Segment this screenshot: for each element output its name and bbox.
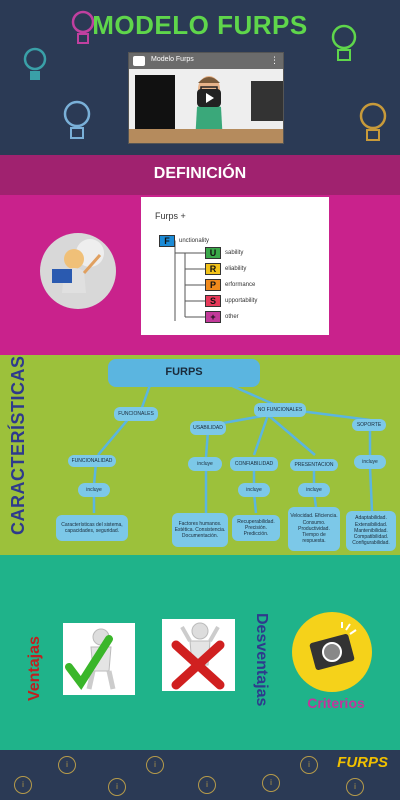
lightbulb-icon [23, 47, 47, 80]
concept-usabilidad: USABILIDAD [190, 421, 226, 435]
concept-incluye: incluye [298, 483, 330, 497]
criterios-label: Criterios [307, 695, 365, 711]
concept-leaf-confiabilidad: Recuperabilidad. Precisión. Predicción. [232, 515, 280, 541]
concept-incluye: incluye [188, 457, 222, 471]
definition-header: DEFINICIÓN [0, 155, 400, 195]
concept-incluye: incluye [78, 483, 110, 497]
concept-leaf-funcionalidad: Características del sistema, capacidades… [56, 515, 128, 541]
info-circle-icon: i [14, 776, 32, 794]
cross-icon [171, 622, 225, 690]
info-circle-icon: i [198, 776, 216, 794]
concept-leaf-soporte: Adaptabilidad. Extensibilidad. Mantenibi… [346, 511, 396, 551]
info-circle-icon: i [262, 774, 280, 792]
play-icon[interactable] [197, 89, 221, 107]
footer-section: i i i i i i i i FURPS [0, 750, 400, 800]
furps-letter-box: F [159, 235, 175, 247]
concept-funcionalidad: FUNCIONALIDAD [68, 455, 116, 467]
definition-title: DEFINICIÓN [153, 165, 247, 182]
criteria-illustration [292, 612, 372, 692]
lightbulb-icon [331, 24, 357, 61]
furps-heading: Furps + [155, 211, 186, 221]
furps-word: upportability [225, 298, 258, 304]
furps-letter-box: P [205, 279, 221, 291]
info-circle-icon: i [58, 756, 76, 774]
furps-letter-box: S [205, 295, 221, 307]
furps-letter-box: U [205, 247, 221, 259]
concept-leaf-usabilidad: Factores humanos. Estética. Consistencia… [172, 513, 228, 547]
concept-no-funcionales: NO FUNCIONALES [254, 403, 306, 417]
furps-word: eliability [225, 266, 247, 272]
more-vert-icon[interactable]: ⋮ [270, 55, 279, 65]
furps-tree-lines [167, 240, 205, 321]
characteristics-section: CARACTERÍSTICAS FURPS FUNCIONALES NO FUN… [0, 355, 400, 555]
concept-confiabilidad: CONFIABILIDAD [230, 457, 278, 471]
video-player[interactable]: Modelo Furps ⋮ [128, 52, 284, 144]
concept-root: FURPS [108, 359, 260, 387]
concept-incluye: incluye [354, 455, 386, 469]
lightbulb-icon [71, 10, 95, 44]
video-title-bar [129, 53, 283, 69]
concept-soporte: SOPORTE [352, 419, 386, 431]
cross-figure-image [162, 619, 235, 691]
channel-logo [133, 56, 145, 66]
lightbulb-icon [359, 102, 387, 141]
video-scene-desk [129, 129, 283, 143]
ventajas-label: Ventajas [26, 636, 43, 701]
furps-letter-box: R [205, 263, 221, 275]
presenter-illustration [40, 233, 116, 309]
concept-incluye: incluye [238, 483, 270, 497]
lightbulb-icon [63, 100, 91, 139]
concept-leaf-presentacion: Velocidad. Eficiencia. Consumo. Producti… [288, 507, 340, 551]
furps-word: erformance [225, 282, 256, 288]
furps-word: unctionality [179, 238, 210, 244]
pros-cons-section: Ventajas Desventajas Criterios [0, 555, 400, 750]
video-scene-monitor [251, 81, 283, 121]
info-circle-icon: i [300, 756, 318, 774]
furps-word: sability [225, 250, 244, 256]
footer-title: FURPS [337, 754, 388, 771]
concept-presentacion: PRESENTACION [290, 459, 338, 471]
info-circle-icon: i [346, 778, 364, 796]
check-figure-image [63, 623, 135, 695]
info-circle-icon: i [108, 778, 126, 796]
furps-word: other [225, 314, 239, 320]
video-title: Modelo Furps [151, 56, 194, 63]
info-circle-icon: i [146, 756, 164, 774]
hero-section: MODELO FURPS Modelo Furps ⋮ [0, 0, 400, 155]
desventajas-label: Desventajas [253, 613, 270, 707]
checkmark-icon [65, 628, 116, 691]
furps-letter-box: + [205, 311, 221, 323]
camera-icon [309, 622, 357, 671]
page-title: MODELO FURPS [92, 10, 308, 40]
concept-funcionales: FUNCIONALES [114, 407, 158, 421]
video-scene-monitor [135, 75, 175, 135]
